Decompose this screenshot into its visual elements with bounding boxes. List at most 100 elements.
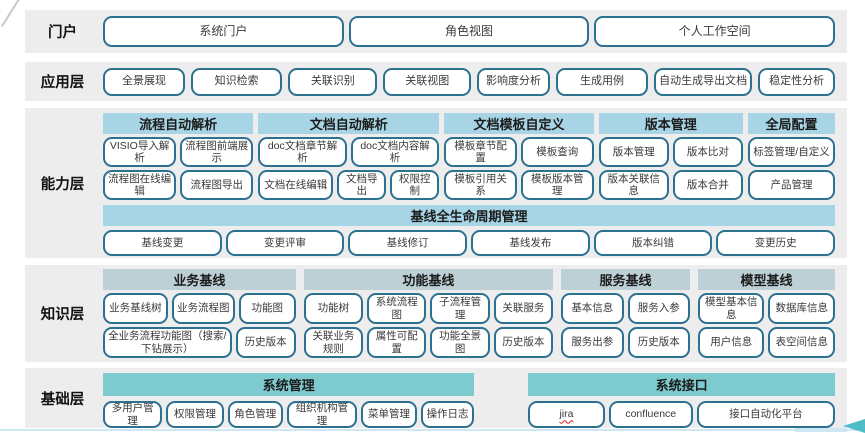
diagram-box: 权限管理: [166, 401, 224, 428]
feature-group: 功能基线功能树系统流程图子流程管理关联服务关联业务规则属性可配置功能全景图历史版…: [303, 269, 554, 358]
diagram-box: 变更评审: [225, 230, 345, 256]
group-title: 服务基线: [561, 269, 690, 290]
diagram-box: 系统流程图: [367, 293, 427, 324]
layer-band-application: 应用层 全景展现知识检索关联识别关联视图影响度分析生成用例自动生成导出文档稳定性…: [25, 62, 847, 101]
diagram-box: 自动生成导出文档: [654, 67, 753, 96]
diagram-box: 业务流程图: [171, 293, 235, 324]
diagram-box: 全业务流程功能图（搜索/下钻展示）: [103, 327, 232, 358]
layer-label-foundation: 基础层: [40, 391, 85, 408]
layer-band-portal: 门户 系统门户角色视图个人工作空间: [25, 10, 847, 53]
diagram-box: 版本关联信息: [598, 170, 669, 200]
diagram-box: 模板查询: [520, 137, 594, 167]
diagram-box: 权限控制: [390, 170, 440, 200]
diagram-box: 模板引用关系: [444, 170, 517, 200]
group-row: VISIO导入解析流程图前端展示: [103, 137, 254, 167]
diagram-box: 关联业务规则: [303, 327, 364, 358]
diagram-box: 历史版本: [235, 327, 296, 358]
feature-group: 业务基线业务基线树业务流程图功能图全业务流程功能图（搜索/下钻展示）历史版本: [103, 269, 296, 358]
diagram-box: 接口自动化平台: [696, 401, 835, 428]
group-row: 版本管理版本比对: [598, 137, 743, 167]
arrow-tail-decoration: [795, 428, 847, 432]
diagram-box: 子流程管理: [430, 293, 490, 324]
group-row: 文档在线编辑文档导出权限控制: [258, 170, 440, 200]
diagram-box: 基线修订: [348, 230, 468, 256]
group-row: 模型基本信息数据库信息: [697, 293, 835, 324]
group-row: 模板引用关系模板版本管理: [444, 170, 594, 200]
application-row: 全景展现知识检索关联识别关联视图影响度分析生成用例自动生成导出文档稳定性分析: [103, 67, 835, 96]
diagram-box: 业务基线树: [103, 293, 168, 324]
diagram-box: 角色管理: [227, 401, 283, 428]
feature-group: 服务基线基本信息服务入参服务出参历史版本: [561, 269, 690, 358]
diagram-box: 基线变更: [103, 230, 222, 256]
diagram-box: 多用户管理: [103, 401, 163, 428]
group-title: 功能基线: [303, 269, 554, 290]
group-title: 文档自动解析: [258, 113, 440, 134]
diagram-box: 生成用例: [556, 67, 649, 96]
diagram-box: confluence: [608, 401, 693, 428]
layer-label-application: 应用层: [40, 75, 85, 91]
diagram-box: 版本管理: [598, 137, 669, 167]
group-row: 版本关联信息版本合并: [598, 170, 743, 200]
diagram-box: 全景展现: [103, 67, 186, 96]
portal-row: 系统门户角色视图个人工作空间: [103, 16, 836, 47]
diagram-box: 菜单管理: [361, 401, 417, 428]
group-title: 系统接口: [528, 373, 835, 396]
lifecycle-row: 基线变更变更评审基线修订基线发布版本纠错变更历史: [103, 230, 836, 256]
diagram-box: 表空间信息: [768, 327, 835, 358]
diagram-box: 版本合并: [672, 170, 743, 200]
diagram-box: 用户信息: [697, 327, 765, 358]
left-arrow-icon: [843, 419, 865, 433]
feature-group: 系统管理多用户管理权限管理角色管理组织机构管理菜单管理操作日志: [103, 373, 475, 428]
diagram-box: 历史版本: [493, 327, 554, 358]
group-row: 服务出参历史版本: [561, 327, 690, 358]
diagram-box: 文档导出: [337, 170, 387, 200]
diagram-box: 流程图前端展示: [180, 137, 254, 167]
diagram-box: 稳定性分析: [758, 67, 835, 96]
diagram-box: 操作日志: [420, 401, 475, 428]
layer-label-portal: 门户: [48, 25, 77, 41]
layer-label-capability: 能力层: [40, 176, 85, 193]
diagram-box: doc文档内容解析: [350, 137, 440, 167]
group-row: 产品管理: [747, 170, 835, 200]
feature-group: 版本管理版本管理版本比对版本关联信息版本合并: [598, 113, 743, 200]
diagram-box: jira: [528, 401, 605, 428]
diagram-box: VISIO导入解析: [103, 137, 177, 167]
diagram-box: 版本比对: [672, 137, 743, 167]
group-title: 版本管理: [598, 113, 743, 134]
diagram-box: 关联识别: [288, 67, 378, 96]
corner-decoration-line: [0, 0, 28, 28]
diagram-box: 基线发布: [471, 230, 590, 256]
group-row: 标签管理/自定义: [747, 137, 835, 167]
diagram-box: 流程图在线编辑: [103, 170, 177, 200]
diagram-box: 模板版本管理: [520, 170, 594, 200]
feature-group: 模型基线模型基本信息数据库信息用户信息表空间信息: [697, 269, 835, 358]
group-title: 模型基线: [697, 269, 835, 290]
lifecycle-band-title: 基线全生命周期管理: [103, 205, 835, 226]
diagram-box: 属性可配置: [367, 327, 427, 358]
group-title: 系统管理: [103, 373, 475, 396]
diagram-box: 个人工作空间: [594, 16, 836, 47]
diagram-box: 服务入参: [627, 293, 690, 324]
diagram-box: 产品管理: [747, 170, 835, 200]
diagram-box: 标签管理/自定义: [747, 137, 835, 167]
diagram-box: 服务出参: [561, 327, 624, 358]
knowledge-groups: 业务基线业务基线树业务流程图功能图全业务流程功能图（搜索/下钻展示）历史版本功能…: [103, 269, 835, 358]
group-row: 模板章节配置模板查询: [444, 137, 594, 167]
diagram-box: 数据库信息: [768, 293, 835, 324]
feature-group: 全局配置标签管理/自定义产品管理: [747, 113, 835, 200]
diagram-box: 功能全景图: [430, 327, 490, 358]
diagram-box: 基本信息: [561, 293, 624, 324]
group-row: 关联业务规则属性可配置功能全景图历史版本: [303, 327, 554, 358]
feature-group: 文档模板自定义模板章节配置模板查询模板引用关系模板版本管理: [444, 113, 594, 200]
group-title: 全局配置: [747, 113, 835, 134]
diagram-box: 关联服务: [493, 293, 554, 324]
bottom-accent-line: [0, 429, 865, 431]
